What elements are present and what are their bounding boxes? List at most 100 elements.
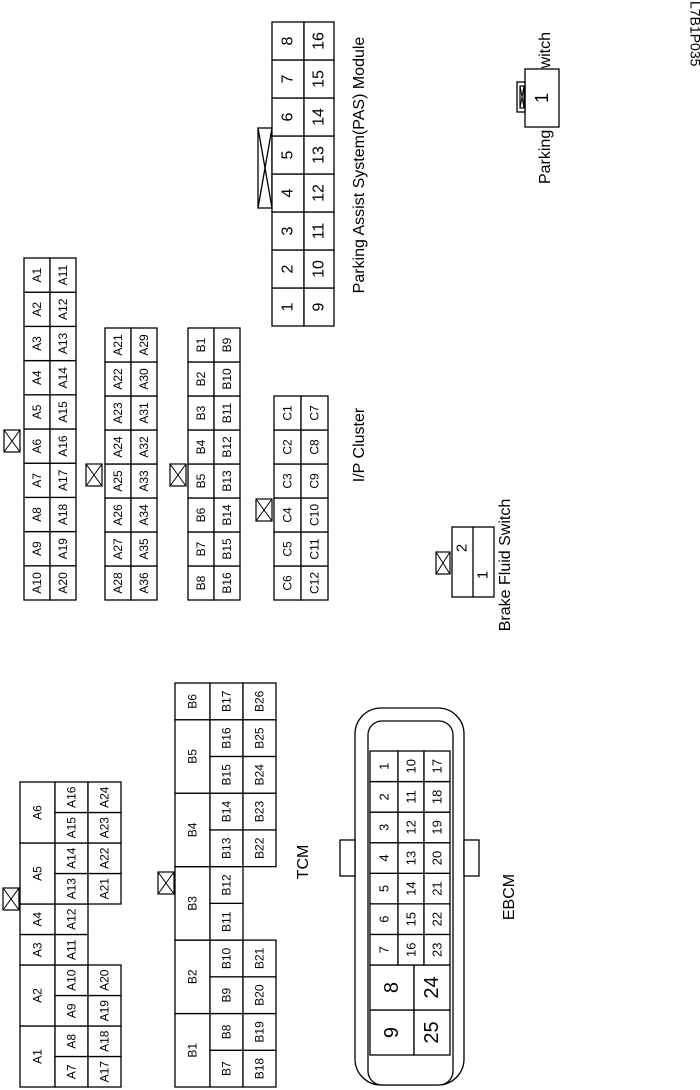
ip-a-pin-a1 [23, 257, 51, 293]
pas-pin-9 [303, 287, 335, 327]
ebcm-pin-8 [369, 964, 415, 1011]
ebcm-pin-13-label: 13 [404, 851, 419, 865]
tcm-a-pin-a7-label: A7 [65, 1064, 79, 1079]
ip-a-pin-a8-label: A8 [30, 507, 44, 522]
tcm-b-pin-b21 [242, 939, 277, 978]
ip-cluster-label: I/P Cluster [351, 407, 368, 482]
pas-pin-8 [271, 21, 305, 61]
ip-c-pin-c5-label: C5 [281, 541, 295, 557]
tcm-a-group-a6 [19, 781, 56, 844]
ip-a-pin-a4-label: A4 [30, 370, 44, 385]
ip-c-pin-c10 [300, 497, 329, 533]
ip-c-pin-c7 [300, 395, 329, 431]
ebcm-pin-11-label: 11 [404, 790, 419, 804]
ip-a-pin-a18 [49, 496, 77, 533]
tcm-b-group-b1 [174, 1012, 211, 1088]
ip-a2-pin-a26-label: A26 [111, 504, 125, 526]
tcm-b-pin-b20-label: B20 [253, 984, 267, 1006]
ip-c-pin-c7-label: C7 [308, 405, 322, 421]
ip-a-pin-a15-label: A15 [56, 401, 70, 423]
ebcm-pin-14-label: 14 [404, 881, 419, 895]
ip-c-pin-c5 [273, 531, 302, 567]
tcm-a-pin-a17 [87, 1055, 122, 1088]
tcm-b-group-b4-label: B4 [186, 822, 200, 837]
ip-b-pin-b8 [187, 565, 215, 601]
ebcm-pin-7-label: 7 [377, 946, 392, 953]
tcm-a-pin-a10-label: A10 [65, 969, 79, 991]
ip-a-pin-a6-label: A6 [30, 438, 44, 453]
parking-brake-switch-body [524, 68, 560, 128]
ip-a-pin-a9-label: A9 [30, 541, 44, 556]
ip-a2-pin-a26 [104, 497, 132, 533]
ip-a-pin-a10 [23, 565, 51, 601]
tcm-a-pin-a16 [54, 781, 89, 814]
ip-b-pin-b14-label: B14 [220, 504, 234, 526]
ebcm-pin-23-label: 23 [430, 942, 445, 956]
ip-b-pin-b5 [187, 463, 215, 499]
ebcm-pin-20-label: 20 [430, 851, 445, 865]
tcm-b-pin-b24-label: B24 [253, 764, 267, 786]
tcm-a-group-a6-label: A6 [31, 805, 45, 820]
ip-a2-pin-a23-label: A23 [111, 402, 125, 424]
ebcm-pin-3-label: 3 [377, 824, 392, 831]
tcm-a-group-a4-label: A4 [31, 912, 45, 927]
parking-brake-pin-1: 1 [532, 93, 552, 103]
ip-a-pin-a4 [23, 359, 51, 396]
tcm-b-group-b1-label: B1 [186, 1043, 200, 1058]
tcm-b-pin-b16 [209, 719, 244, 758]
ip-a2-pin-a30-label: A30 [137, 368, 151, 390]
tcm-a-pin-a17-label: A17 [98, 1061, 112, 1083]
ip-c-pin-c2-label: C2 [281, 439, 295, 455]
ip-c-pin-c11 [300, 531, 329, 567]
ip-a-pin-a13 [49, 325, 77, 362]
ip-b-pin-b15 [213, 531, 241, 567]
pas-pin-10-label: 10 [311, 260, 328, 278]
ebcm-pin-21 [423, 872, 451, 905]
ip-a2-pin-a32-label: A32 [137, 436, 151, 458]
ip-b-pin-b8-label: B8 [194, 575, 208, 590]
ebcm-pin-16-label: 16 [404, 942, 419, 956]
ebcm-pin-9-label: 9 [381, 1027, 403, 1038]
ip-b-pin-b9 [213, 327, 241, 363]
brake-fluid-pin-1: 1 [475, 571, 492, 579]
pas-pin-11-label: 11 [311, 223, 328, 240]
ip-a-pin-a12-label: A12 [56, 298, 70, 320]
ip-a-pin-a3-label: A3 [30, 336, 44, 351]
ip-c-pin-c4-label: C4 [281, 507, 295, 523]
pas-pin-8-label: 8 [280, 36, 297, 45]
ip-a2-pin-a23 [104, 395, 132, 431]
tcm-a-pin-a9 [54, 994, 89, 1027]
ip-b-pin-b6-label: B6 [194, 507, 208, 522]
pas-pin-15-label: 15 [311, 70, 328, 88]
ip-a-pin-a11-label: A11 [56, 265, 70, 286]
ebcm-pin-5-label: 5 [377, 885, 392, 892]
pas-pin-5-label: 5 [280, 150, 297, 159]
pas-pin-7-label: 7 [280, 74, 297, 83]
ip-b-pin-b1 [187, 327, 215, 363]
tcm-a-pin-a22 [87, 842, 122, 875]
tcm-b-pin-b12-label: B12 [220, 874, 234, 896]
tcm-a-group-a2 [19, 964, 56, 1027]
tcm-a-pin-a19-label: A19 [98, 1000, 112, 1022]
ebcm-pin-15 [397, 903, 425, 936]
ip-a-pin-a11 [49, 257, 77, 293]
tcm-a-pin-a11-label: A11 [65, 939, 79, 960]
ip-a2-pin-a29 [130, 327, 158, 363]
ip-c-pin-c8 [300, 429, 329, 465]
ip-b-pin-b16 [213, 565, 241, 601]
tcm-b-pin-b26-label: B26 [253, 690, 267, 712]
ip-b-pin-b10-label: B10 [220, 368, 234, 390]
tcm-b-group-b2-label: B2 [186, 969, 200, 984]
ip-a-pin-a6 [23, 428, 51, 464]
ip-a-pin-a8 [23, 496, 51, 533]
tcm-a-pin-a22-label: A22 [98, 847, 112, 869]
tcm-a-pin-a10 [54, 964, 89, 997]
ebcm-right-key [463, 839, 480, 877]
tcm-a-pin-a13-label: A13 [65, 878, 79, 900]
ebcm-pin-22-label: 22 [430, 912, 445, 926]
ip-a2-pin-a32 [130, 429, 158, 465]
tcm-b-pin-b11-label: B11 [220, 911, 234, 932]
ip-c-pin-c12 [300, 565, 329, 601]
ip-b-pin-b7-label: B7 [194, 541, 208, 556]
